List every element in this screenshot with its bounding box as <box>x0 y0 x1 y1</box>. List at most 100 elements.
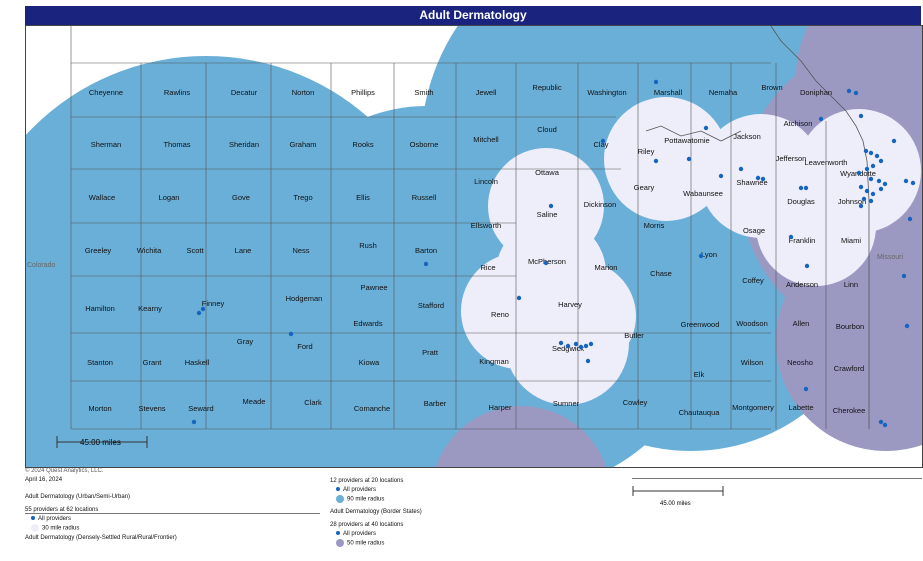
provider-location-marker[interactable] <box>858 184 864 190</box>
county-label-wabaunsee: Wabaunsee <box>683 189 723 198</box>
map-scalebar: 45.00 miles <box>56 436 151 466</box>
provider-location-marker[interactable] <box>846 88 852 94</box>
provider-location-marker[interactable] <box>585 358 591 364</box>
provider-location-marker[interactable] <box>863 148 869 154</box>
provider-location-marker[interactable] <box>543 260 549 266</box>
county-label-leavenworth: Leavenworth <box>805 158 848 167</box>
provider-location-marker[interactable] <box>904 323 910 329</box>
legend-border-header: Adult Dermatology (Border States) <box>330 508 422 515</box>
provider-location-marker[interactable] <box>423 261 429 267</box>
provider-location-marker[interactable] <box>882 181 888 187</box>
provider-location-marker[interactable] <box>600 138 606 144</box>
provider-location-marker[interactable] <box>803 185 809 191</box>
scalebar-graphic <box>56 436 148 448</box>
provider-location-marker[interactable] <box>874 153 880 159</box>
county-label-cheyenne: Cheyenne <box>89 88 123 97</box>
provider-location-marker[interactable] <box>907 216 913 222</box>
radius-circle-icon <box>336 538 344 547</box>
provider-location-marker[interactable] <box>718 173 724 179</box>
county-label-rush: Rush <box>359 241 377 250</box>
provider-location-marker[interactable] <box>870 191 876 197</box>
county-label-grant: Grant <box>143 358 163 367</box>
legend-urban-header: Adult Dermatology (Urban/Semi-Urban) <box>25 494 131 500</box>
coverage-circle <box>604 97 728 221</box>
provider-location-marker[interactable] <box>558 340 564 346</box>
county-label-greenwood: Greenwood <box>681 320 720 329</box>
county-label-scott: Scott <box>186 246 204 255</box>
provider-location-marker[interactable] <box>853 90 859 96</box>
provider-location-marker[interactable] <box>583 343 589 349</box>
provider-location-marker[interactable] <box>878 186 884 192</box>
legend-divider <box>632 478 922 479</box>
provider-dot-icon <box>31 516 35 521</box>
county-boundaries <box>70 26 827 430</box>
provider-location-marker[interactable] <box>738 166 744 172</box>
provider-location-marker[interactable] <box>578 344 584 350</box>
county-label-edwards: Edwards <box>353 319 382 328</box>
provider-location-marker[interactable] <box>516 295 522 301</box>
legend-rural-count: 12 providers at 20 locations <box>330 478 404 484</box>
county-label-gove: Gove <box>232 193 250 202</box>
county-label-pottawatomie: Pottawatomie <box>664 136 709 145</box>
provider-location-marker[interactable] <box>903 178 909 184</box>
provider-location-marker[interactable] <box>565 343 571 349</box>
provider-location-marker[interactable] <box>760 176 766 182</box>
county-label-clay: Clay <box>593 140 608 149</box>
provider-location-marker[interactable] <box>686 156 692 162</box>
legend-border-all-providers: All providers <box>330 530 422 539</box>
provider-location-marker[interactable] <box>901 273 907 279</box>
provider-location-marker[interactable] <box>856 170 862 176</box>
provider-dot-icon <box>336 487 340 492</box>
county-label-meade: Meade <box>243 397 266 406</box>
provider-location-marker[interactable] <box>882 422 888 428</box>
provider-location-marker[interactable] <box>191 419 197 425</box>
county-label-wichita: Wichita <box>137 246 162 255</box>
provider-location-marker[interactable] <box>653 79 659 85</box>
provider-location-marker[interactable] <box>288 331 294 337</box>
provider-location-marker[interactable] <box>910 180 916 186</box>
provider-location-marker[interactable] <box>200 306 206 312</box>
provider-location-marker[interactable] <box>588 341 594 347</box>
county-label-saline: Saline <box>537 210 558 219</box>
provider-location-marker[interactable] <box>653 158 659 164</box>
legend-rural-radius: 90 mile radius <box>330 495 422 505</box>
provider-location-marker[interactable] <box>878 158 884 164</box>
provider-location-marker[interactable] <box>818 116 824 122</box>
provider-location-marker[interactable] <box>803 386 809 392</box>
provider-location-marker[interactable] <box>891 138 897 144</box>
county-label-cowley: Cowley <box>623 398 648 407</box>
county-label-shawnee: Shawnee <box>736 178 767 187</box>
county-label-logan: Logan <box>159 193 180 202</box>
provider-location-marker[interactable] <box>755 175 761 181</box>
map-title: Adult Dermatology <box>25 6 921 25</box>
provider-location-marker[interactable] <box>798 185 804 191</box>
provider-location-marker[interactable] <box>864 188 870 194</box>
provider-location-marker[interactable] <box>861 196 867 202</box>
provider-location-marker[interactable] <box>698 253 704 259</box>
provider-location-marker[interactable] <box>868 198 874 204</box>
county-label-barton: Barton <box>415 246 437 255</box>
provider-location-marker[interactable] <box>196 310 202 316</box>
provider-location-marker[interactable] <box>878 419 884 425</box>
county-label-finney: Finney <box>202 299 225 308</box>
county-label-thomas: Thomas <box>163 140 190 149</box>
provider-location-marker[interactable] <box>868 176 874 182</box>
provider-location-marker[interactable] <box>864 166 870 172</box>
provider-location-marker[interactable] <box>804 263 810 269</box>
provider-location-marker[interactable] <box>573 341 579 347</box>
county-label-norton: Norton <box>292 88 315 97</box>
county-label-jefferson: Jefferson <box>776 154 807 163</box>
legend-urban-count: 55 providers at 62 locations <box>25 507 99 513</box>
provider-location-marker[interactable] <box>858 113 864 119</box>
provider-location-marker[interactable] <box>548 203 554 209</box>
county-label-woodson: Woodson <box>736 319 768 328</box>
county-label-phillips: Phillips <box>351 88 375 97</box>
provider-location-marker[interactable] <box>858 203 864 209</box>
provider-location-marker[interactable] <box>870 163 876 169</box>
county-label-douglas: Douglas <box>787 197 815 206</box>
provider-location-marker[interactable] <box>868 150 874 156</box>
provider-location-marker[interactable] <box>876 178 882 184</box>
provider-location-marker[interactable] <box>788 234 794 240</box>
provider-location-marker[interactable] <box>703 125 709 131</box>
